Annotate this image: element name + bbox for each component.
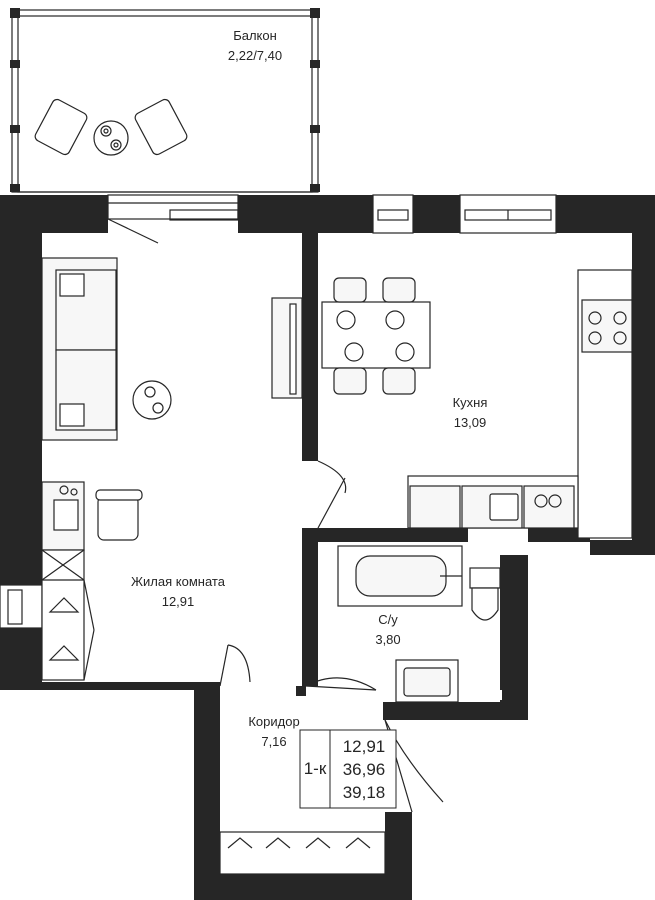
corridor-area: 7,16	[261, 734, 286, 749]
walls	[0, 195, 655, 900]
coffee-table	[132, 380, 172, 420]
balcony-posts	[10, 8, 320, 192]
balcony: Балкон 2,22/7,40	[10, 8, 320, 193]
bathtub	[337, 545, 463, 607]
balcony-chair-left	[34, 98, 88, 156]
cooktop	[577, 269, 633, 539]
toilet	[469, 567, 501, 621]
wall-openings	[462, 544, 578, 700]
wardrobe	[41, 549, 95, 681]
bathroom-area: 3,80	[375, 632, 400, 647]
doors	[107, 218, 444, 813]
living-room-name: Жилая комната	[131, 574, 226, 589]
sink	[395, 659, 459, 703]
living-area-value: 12,91	[343, 737, 386, 756]
desk-chair	[95, 489, 143, 541]
balcony-chair-right	[134, 98, 188, 156]
kitchen-area: 13,09	[454, 415, 487, 430]
sofa	[41, 257, 118, 441]
dining-table	[321, 277, 431, 395]
tv-stand	[271, 297, 303, 399]
area-summary: 1-к 12,91 36,96 39,18	[299, 729, 397, 809]
kitchen-name: Кухня	[453, 395, 488, 410]
balcony-area: 2,22/7,40	[228, 48, 282, 63]
total-area-value: 36,96	[343, 760, 386, 779]
total-with-balcony-value: 39,18	[343, 783, 386, 802]
kitchen-counter	[407, 475, 579, 529]
balcony-name: Балкон	[233, 28, 277, 43]
bathroom-name: С/у	[378, 612, 398, 627]
coat-rack	[219, 831, 386, 875]
living-room-area: 12,91	[162, 594, 195, 609]
corridor-name: Коридор	[248, 714, 299, 729]
desk	[41, 481, 85, 551]
balcony-table	[93, 120, 129, 156]
apartment-type: 1-к	[304, 759, 327, 778]
windows	[0, 194, 557, 629]
